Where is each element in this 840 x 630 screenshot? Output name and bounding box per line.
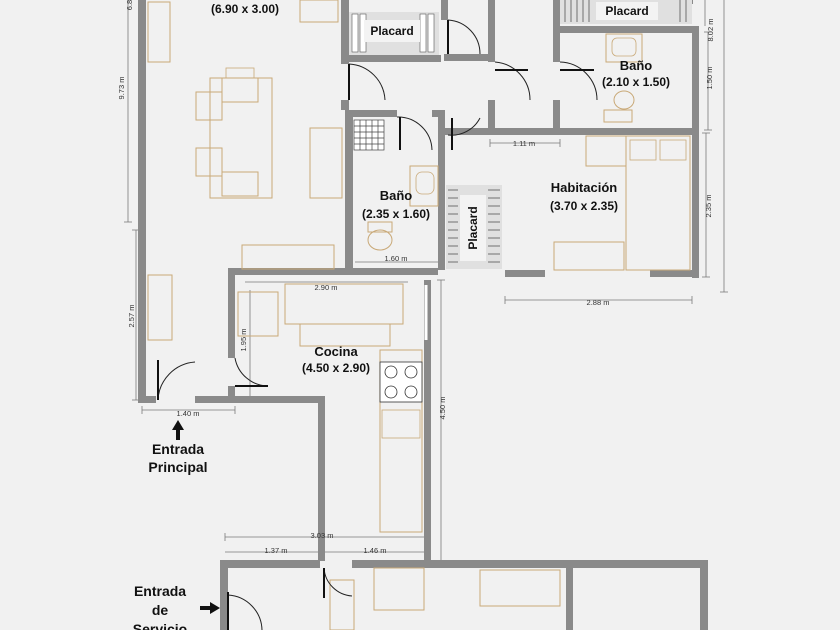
dim-2-35: 2.35 m bbox=[704, 195, 713, 218]
room-labels: (6.90 x 3.00) Placard Placard Baño (2.10… bbox=[211, 2, 670, 375]
entry-labels: Entrada Principal Entrada de Servicio bbox=[133, 441, 208, 630]
entrada-principal-arrow-icon bbox=[172, 420, 184, 440]
dimension-lines bbox=[124, 0, 728, 560]
dim-1-37: 1.37 m bbox=[265, 546, 288, 555]
entrada-servicio-arrow-icon bbox=[200, 602, 220, 614]
dim-6-8: 6.8 bbox=[125, 0, 134, 10]
dim-2-57: 2.57 m bbox=[127, 305, 136, 328]
dim-1-46: 1.46 m bbox=[364, 546, 387, 555]
bano-right-name: Baño bbox=[620, 58, 653, 73]
stove bbox=[379, 361, 423, 403]
placard-top-right-stripes bbox=[564, 0, 687, 22]
entrada-servicio-line3: Servicio bbox=[133, 621, 187, 630]
dim-9-73: 9.73 m bbox=[117, 77, 126, 100]
bano-center-name: Baño bbox=[380, 188, 413, 203]
top-left-room-dims: (6.90 x 3.00) bbox=[211, 2, 279, 16]
habitacion-dims: (3.70 x 2.35) bbox=[550, 199, 618, 213]
walls bbox=[138, 0, 708, 630]
dim-8-02: 8.02 m bbox=[706, 19, 715, 42]
bano-right-dims: (2.10 x 1.50) bbox=[602, 75, 670, 89]
bano-center-dims: (2.35 x 1.60) bbox=[362, 207, 430, 221]
dim-1-11: 1.11 m bbox=[513, 139, 535, 148]
dim-3-03: 3.03 m bbox=[311, 531, 334, 540]
dim-1-60: 1.60 m bbox=[385, 254, 408, 263]
dim-4-50: 4.50 m bbox=[438, 397, 447, 420]
cocina-name: Cocina bbox=[314, 344, 358, 359]
closets bbox=[349, 0, 692, 269]
placard-top-stripes bbox=[351, 13, 435, 53]
entrada-servicio-line2: de bbox=[152, 602, 169, 618]
dimension-labels: 6.8 9.73 m 2.57 m 1.40 m 1.95 m 2.90 m 1… bbox=[117, 0, 715, 555]
doors bbox=[157, 19, 598, 630]
furniture bbox=[147, 0, 691, 630]
entry-arrows bbox=[172, 420, 220, 614]
placard-top-right-label: Placard bbox=[605, 4, 648, 18]
dim-2-90: 2.90 m bbox=[315, 283, 338, 292]
cocina-dims: (4.50 x 2.90) bbox=[302, 361, 370, 375]
shower-grid bbox=[353, 119, 385, 151]
dim-1-40: 1.40 m bbox=[177, 409, 200, 418]
placard-vertical-label: Placard bbox=[466, 206, 480, 249]
entrada-principal-line1: Entrada bbox=[152, 441, 204, 457]
entrada-servicio-line1: Entrada bbox=[134, 583, 186, 599]
entrada-principal-line2: Principal bbox=[148, 459, 207, 475]
placard-top-label: Placard bbox=[370, 24, 413, 38]
dim-1-50: 1.50 m bbox=[705, 67, 714, 90]
placard-vertical-stripes bbox=[448, 189, 500, 263]
habitacion-name: Habitación bbox=[551, 180, 618, 195]
dim-2-88: 2.88 m bbox=[587, 298, 610, 307]
dim-1-95: 1.95 m bbox=[239, 329, 248, 352]
